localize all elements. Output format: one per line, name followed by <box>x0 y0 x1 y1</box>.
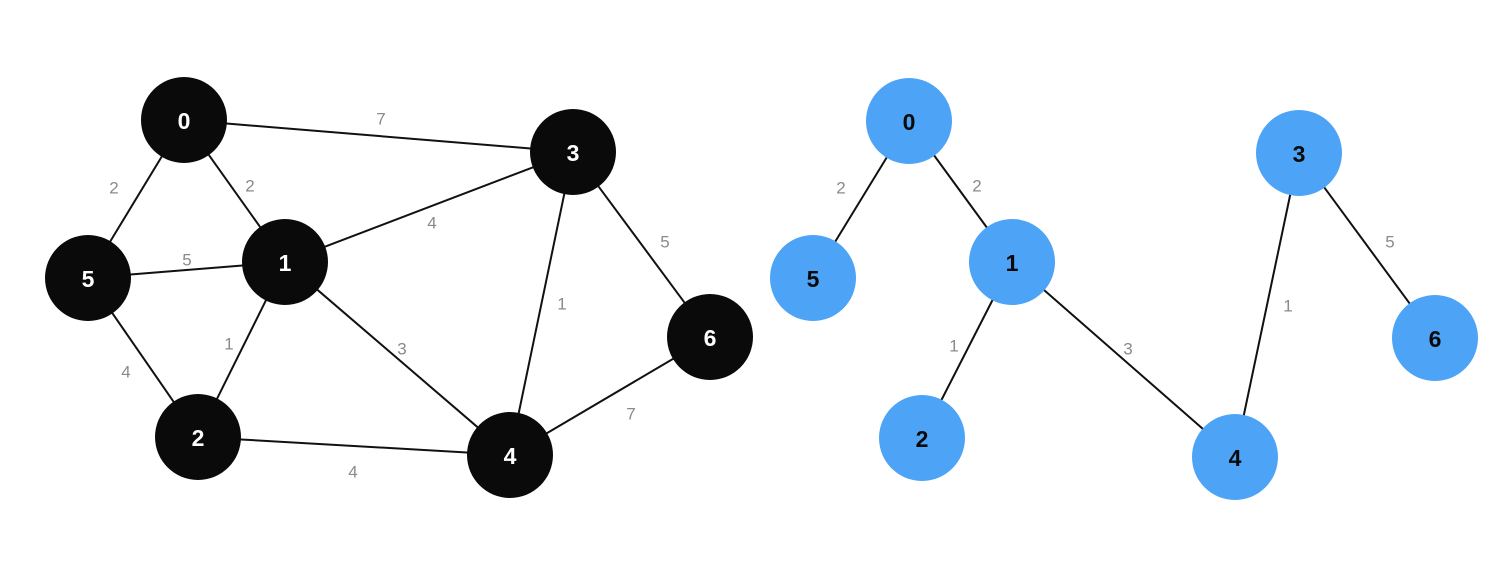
node-circle[interactable] <box>467 412 553 498</box>
node-circle[interactable] <box>879 395 965 481</box>
edge-weight-label: 1 <box>557 294 566 313</box>
node-label: 1 <box>1006 250 1019 276</box>
graph-edge <box>939 297 995 403</box>
node-circle[interactable] <box>141 77 227 163</box>
graph-edge <box>127 264 246 276</box>
graph-edge <box>215 297 268 402</box>
edge-weight-label: 2 <box>245 176 254 195</box>
graph-edge <box>1041 287 1206 432</box>
node-label: 6 <box>704 325 717 351</box>
node-circle[interactable] <box>1392 295 1478 381</box>
edge-weight-label: 4 <box>121 362 130 381</box>
edge-weight-label: 3 <box>397 339 406 358</box>
graph-node-2[interactable]: 2 <box>155 394 241 480</box>
edge-weight-label: 1 <box>1283 296 1292 315</box>
graph-edge <box>1322 185 1412 306</box>
node-label: 3 <box>567 140 580 166</box>
graph-node-1[interactable]: 1 <box>242 219 328 305</box>
node-label: 5 <box>807 266 820 292</box>
edge-weight-label: 4 <box>348 462 357 481</box>
edge-weight-label: 5 <box>660 232 669 251</box>
node-label: 5 <box>82 266 95 292</box>
node-label: 2 <box>192 425 205 451</box>
node-circle[interactable] <box>242 219 328 305</box>
node-label: 4 <box>1229 445 1242 471</box>
graph-edge <box>322 165 536 249</box>
graph-node-4[interactable]: 4 <box>467 412 553 498</box>
edge-weight-label: 4 <box>427 213 436 232</box>
graph-node-2[interactable]: 2 <box>879 395 965 481</box>
node-label: 1 <box>279 250 292 276</box>
graph-node-1[interactable]: 1 <box>969 219 1055 305</box>
edge-weight-label: 5 <box>1385 232 1394 251</box>
edge-weight-label: 2 <box>972 176 981 195</box>
graph-edge <box>596 183 687 306</box>
node-circle[interactable] <box>969 219 1055 305</box>
graph-node-5[interactable]: 5 <box>770 235 856 321</box>
graph-edge <box>517 191 566 416</box>
node-label: 2 <box>916 426 929 452</box>
nodes-layer: 0 1 2 3 4 5 6 0 1 2 3 4 5 6 <box>45 77 1478 500</box>
graph-edge <box>833 154 889 245</box>
graph-edge <box>1242 192 1292 418</box>
graph-edge <box>223 122 534 150</box>
graph-edge <box>206 152 263 230</box>
node-circle[interactable] <box>45 235 131 321</box>
node-label: 0 <box>903 109 916 135</box>
graph-edge <box>110 310 176 405</box>
edges-layer <box>108 122 1412 454</box>
node-circle[interactable] <box>155 394 241 480</box>
node-label: 4 <box>504 443 517 469</box>
graph-edge <box>315 287 480 430</box>
node-circle[interactable] <box>866 78 952 164</box>
node-label: 3 <box>1293 141 1306 167</box>
edge-labels-layer: 7 2 2 5 4 1 4 3 1 5 4 7 2 2 1 3 1 5 <box>109 109 1394 481</box>
node-circle[interactable] <box>1192 414 1278 500</box>
node-label: 0 <box>178 108 191 134</box>
edge-weight-label: 1 <box>224 334 233 353</box>
graph-node-6[interactable]: 6 <box>667 294 753 380</box>
edge-weight-label: 2 <box>109 178 118 197</box>
edge-weight-label: 7 <box>376 109 385 128</box>
node-circle[interactable] <box>530 109 616 195</box>
edge-weight-label: 2 <box>836 178 845 197</box>
node-circle[interactable] <box>667 294 753 380</box>
graph-node-5[interactable]: 5 <box>45 235 131 321</box>
graph-edge <box>108 154 164 244</box>
node-label: 6 <box>1429 326 1442 352</box>
graph-node-0[interactable]: 0 <box>866 78 952 164</box>
node-circle[interactable] <box>1256 110 1342 196</box>
graph-node-3[interactable]: 3 <box>530 109 616 195</box>
edge-weight-label: 3 <box>1123 339 1132 358</box>
node-circle[interactable] <box>770 235 856 321</box>
graph-edge <box>932 153 989 230</box>
graph-edge <box>544 356 676 436</box>
graph-node-0[interactable]: 0 <box>141 77 227 163</box>
graph-edge <box>237 438 471 454</box>
edge-weight-label: 7 <box>626 404 635 423</box>
edge-weight-label: 1 <box>949 336 958 355</box>
graph-node-6[interactable]: 6 <box>1392 295 1478 381</box>
graph-node-3[interactable]: 3 <box>1256 110 1342 196</box>
edge-weight-label: 5 <box>182 250 191 269</box>
graph-node-4[interactable]: 4 <box>1192 414 1278 500</box>
